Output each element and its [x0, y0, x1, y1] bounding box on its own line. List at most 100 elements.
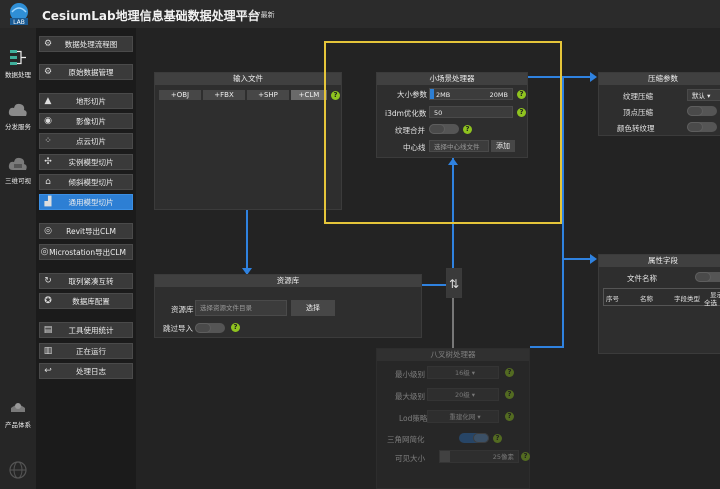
rail-label: 分发服务 — [5, 123, 31, 131]
help-icon[interactable]: ? — [505, 412, 514, 421]
menu-database[interactable]: ✪数据库配置 — [39, 293, 133, 309]
simplify-label: 三角网简化 — [387, 435, 425, 444]
wire-arrow — [242, 268, 252, 275]
feature-menu: ⚙数据处理流程图 ⚙原始数据管理 ▲地形切片 ◉影像切片 ⁘点云切片 ✣实例模型… — [36, 28, 136, 489]
help-icon[interactable]: ? — [231, 323, 240, 332]
revit-icon: ◎ — [44, 226, 52, 236]
toggle-knob — [473, 433, 489, 443]
min-level-select[interactable]: 16级 ▾ — [427, 366, 499, 379]
nodes-icon: ✣ — [44, 157, 52, 167]
compress-params-node[interactable]: 压缩参数 纹理压缩 默认 ▾ 顶点压缩 颜色转纹理 — [598, 72, 720, 136]
size-label: 大小参数 — [397, 90, 427, 99]
wire-octree-out — [530, 346, 564, 348]
col-type: 字段类型 — [674, 295, 700, 303]
menu-running[interactable]: ▥正在运行 — [39, 343, 133, 359]
help-icon[interactable]: ? — [463, 125, 472, 134]
texture-compress-select[interactable]: 默认 ▾ — [687, 89, 720, 101]
stats-icon: ▤ — [43, 325, 53, 335]
help-icon[interactable]: ? — [517, 108, 526, 117]
switch-node[interactable]: ⇅ — [446, 268, 462, 298]
add-fbx-button[interactable]: +FBX — [203, 90, 245, 100]
skip-import-label: 跳过导入 — [163, 324, 193, 333]
attribute-fields-node[interactable]: 属性字段 文件名称 序号 名称 字段类型 显示 全选 — [598, 254, 720, 354]
add-obj-button[interactable]: +OBJ — [159, 90, 201, 100]
menu-log[interactable]: ↩处理日志 — [39, 363, 133, 379]
gear-icon: ⚙ — [43, 39, 53, 49]
rail-distribute[interactable]: 分发服务 — [0, 102, 36, 131]
help-icon[interactable]: ? — [521, 452, 530, 461]
repo-path-input[interactable]: 选择资源文件目录 — [195, 300, 287, 316]
rail-globe[interactable] — [0, 460, 36, 483]
file-name-toggle[interactable] — [695, 272, 720, 282]
slider-handle[interactable] — [430, 89, 434, 99]
menu-revit-clm[interactable]: ◎Revit导出CLM — [39, 223, 133, 239]
wire-arrow — [590, 72, 597, 82]
size-range-slider[interactable]: 2MB 20MB — [429, 88, 513, 100]
help-icon[interactable]: ? — [505, 390, 514, 399]
select-all-link[interactable]: 全选 — [704, 299, 717, 307]
octree-node[interactable]: 八叉树处理器 最小级别 16级 ▾ ? 最大级别 20级 ▾ ? Lod策略 重… — [376, 348, 530, 489]
i3dm-label: i3dm优化数 — [385, 109, 427, 118]
menu-oblique-model[interactable]: ⌂倾斜模型切片 — [39, 174, 133, 190]
size-min-value: 2MB — [436, 91, 451, 99]
menu-raw-data[interactable]: ⚙原始数据管理 — [39, 64, 133, 80]
lod-select[interactable]: 重建化网 ▾ — [427, 410, 499, 423]
toggle-knob — [687, 106, 703, 116]
microstation-icon: ◎ — [40, 247, 49, 257]
simplify-toggle[interactable] — [459, 433, 489, 443]
data-process-icon — [10, 50, 26, 65]
rail-label: 产品体系 — [5, 421, 31, 429]
menu-imagery[interactable]: ◉影像切片 — [39, 113, 133, 129]
add-shp-button[interactable]: +SHP — [247, 90, 289, 100]
max-level-select[interactable]: 20级 ▾ — [427, 388, 499, 401]
rail-product[interactable]: 产品体系 — [0, 400, 36, 429]
wire-to-attr — [562, 258, 592, 260]
toggle-knob — [687, 122, 703, 132]
texture-compress-label: 纹理压缩 — [623, 92, 653, 101]
menu-microstation-clm[interactable]: ◎Microstation导出CLM — [39, 244, 133, 260]
resource-repo-node[interactable]: 资源库 资源库 选择资源文件目录 选择 跳过导入 ? — [154, 274, 422, 338]
menu-convert[interactable]: ↻取列紧凑互转 — [39, 273, 133, 289]
rail-data-process[interactable]: 数据处理 — [0, 48, 36, 79]
menu-flowchart[interactable]: ⚙数据处理流程图 — [39, 36, 133, 52]
svg-text:LAB: LAB — [13, 19, 25, 26]
help-icon[interactable]: ? — [517, 90, 526, 99]
small-scene-node[interactable]: 小场景处理器 大小参数 2MB 20MB ? i3dm优化数 50 ? 纹理合并… — [376, 72, 528, 158]
add-clm-button[interactable]: +CLM — [291, 90, 327, 100]
menu-stats[interactable]: ▤工具使用统计 — [39, 322, 133, 338]
menu-terrain[interactable]: ▲地形切片 — [39, 93, 133, 109]
app-version: V3.0.7最新 — [238, 11, 275, 19]
help-icon[interactable]: ? — [331, 91, 340, 100]
centerline-label: 中心线 — [403, 143, 426, 152]
max-level-label: 最大级别 — [395, 392, 425, 401]
node-title: 小场景处理器 — [377, 73, 527, 85]
select-repo-button[interactable]: 选择 — [291, 300, 335, 316]
texture-merge-toggle[interactable] — [429, 124, 459, 134]
input-files-node[interactable]: 输入文件 +OBJ +FBX +SHP +CLM ? — [154, 72, 342, 210]
globe-icon — [9, 461, 27, 479]
slider-handle[interactable] — [440, 451, 450, 462]
color-texture-toggle[interactable] — [687, 122, 717, 132]
menu-instance-model[interactable]: ✣实例模型切片 — [39, 154, 133, 170]
visible-size-slider[interactable]: 25像素 — [439, 450, 519, 463]
node-title: 输入文件 — [155, 73, 341, 85]
building-icon: ▟ — [44, 197, 52, 207]
cesiumlab-logo: LAB — [10, 3, 28, 26]
rail-label: 三维可视 — [5, 177, 31, 185]
menu-general-model[interactable]: ▟通用模型切片 — [39, 194, 133, 210]
help-icon[interactable]: ? — [505, 368, 514, 377]
skip-import-toggle[interactable] — [195, 323, 225, 333]
log-icon: ↩ — [44, 366, 52, 376]
rail-3d-view[interactable]: 三维可视 — [0, 156, 36, 185]
database-icon: ✪ — [44, 296, 52, 306]
toggle-knob — [429, 124, 445, 134]
vertex-compress-toggle[interactable] — [687, 106, 717, 116]
help-icon[interactable]: ? — [493, 434, 502, 443]
i3dm-input[interactable]: 50 — [429, 106, 513, 118]
tilt-icon: ⌂ — [45, 177, 51, 187]
menu-pointcloud[interactable]: ⁘点云切片 — [39, 133, 133, 149]
texture-merge-label: 纹理合并 — [395, 126, 425, 135]
centerline-input[interactable]: 选择中心线文件 — [429, 140, 489, 152]
add-centerline-button[interactable]: 添加 — [491, 140, 515, 152]
visible-size-label: 可见大小 — [395, 454, 425, 463]
